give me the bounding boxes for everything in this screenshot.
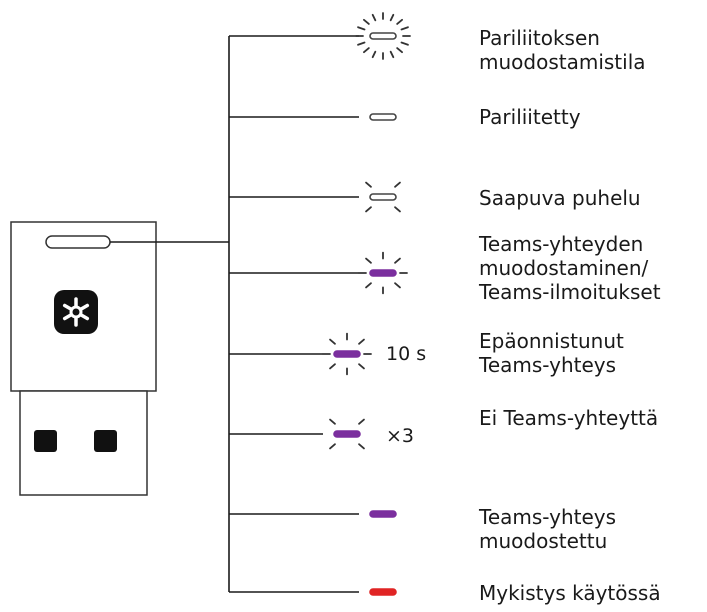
- led-paired: [369, 113, 397, 121]
- state-label-teams-failed: Epäonnistunut Teams-yhteys: [479, 329, 624, 377]
- state-label-line: Teams-yhteys: [479, 353, 617, 377]
- led-ray: [389, 50, 395, 59]
- state-label-line: Teams-yhteyden: [479, 232, 644, 256]
- led-ray: [371, 13, 377, 22]
- led-ray: [365, 206, 372, 213]
- led-ray: [389, 13, 395, 22]
- state-label-line: muodostettu: [479, 529, 608, 553]
- led-ray: [394, 257, 401, 264]
- state-label-teams-connected: Teams-yhteys muodostettu: [479, 505, 616, 553]
- led-ray: [365, 257, 372, 264]
- led-muted: [369, 588, 397, 596]
- dongle-led-window: [45, 235, 111, 249]
- led-bar-purple: [369, 510, 397, 518]
- led-ray: [358, 418, 365, 425]
- led-indicators: [322, 12, 411, 596]
- led-ray: [358, 363, 365, 370]
- led-ray: [365, 181, 372, 188]
- led-no-teams: [329, 418, 365, 450]
- state-label-line: Epäonnistunut: [479, 329, 624, 353]
- state-label-line: Pariliitetty: [479, 105, 581, 129]
- led-bar-white: [369, 193, 397, 201]
- led-ray: [358, 338, 365, 345]
- state-label-line: muodostamistila: [479, 50, 646, 74]
- led-ray: [358, 443, 365, 450]
- led-ray: [400, 26, 409, 31]
- led-ray: [363, 18, 370, 25]
- state-label-line: muodostaminen/: [479, 256, 649, 280]
- connector-lines: [110, 35, 359, 593]
- state-label-no-teams: Ei Teams-yhteyttä: [479, 406, 658, 430]
- state-label-incoming-call: Saapuva puhelu: [479, 186, 641, 210]
- led-ray: [329, 443, 336, 450]
- usb-contact-right: [94, 430, 117, 452]
- led-bar-white: [369, 32, 397, 40]
- led-ray: [357, 41, 366, 46]
- led-ray: [329, 418, 336, 425]
- state-label-line: Mykistys käytössä: [479, 581, 661, 605]
- state-label-line: Saapuva puhelu: [479, 186, 641, 210]
- state-label-line: Pariliitoksen: [479, 26, 600, 50]
- led-bar-purple: [369, 269, 397, 277]
- led-ray: [365, 282, 372, 289]
- led-ray: [371, 50, 377, 59]
- led-ray: [396, 47, 403, 54]
- state-label-line: Ei Teams-yhteyttä: [479, 406, 659, 430]
- led-ray: [329, 363, 336, 370]
- led-bar-red: [369, 588, 397, 596]
- state-label-line: Teams-ilmoitukset: [479, 280, 661, 304]
- led-teams-connected: [369, 510, 397, 518]
- repeat-count-note: ×3: [386, 425, 415, 447]
- led-ray: [396, 18, 403, 25]
- led-bar-purple: [333, 350, 361, 358]
- led-bar-purple: [333, 430, 361, 438]
- led-ray: [394, 206, 401, 213]
- led-ray: [357, 26, 366, 31]
- led-incoming-call: [365, 181, 401, 213]
- led-teams-connecting: [358, 251, 408, 295]
- led-pairing: [355, 12, 411, 60]
- led-bar-white: [369, 113, 397, 121]
- duration-note: 10 s: [386, 343, 427, 365]
- usb-dongle: [10, 221, 157, 496]
- usb-contact-left: [34, 430, 57, 452]
- state-label-pairing: Pariliitoksen muodostamistila: [479, 26, 646, 74]
- led-ray: [363, 47, 370, 54]
- state-label-paired: Pariliitetty: [479, 105, 581, 129]
- led-teams-failed: [322, 332, 372, 376]
- state-label-teams-connecting: Teams-yhteyden muodostaminen/ Teams-ilmo…: [479, 232, 661, 304]
- state-label-line: Teams-yhteys: [479, 505, 617, 529]
- teams-snowflake-icon: [54, 290, 98, 334]
- state-label-muted: Mykistys käytössä: [479, 581, 661, 605]
- led-ray: [329, 338, 336, 345]
- led-ray: [400, 41, 409, 46]
- led-ray: [394, 282, 401, 289]
- led-ray: [394, 181, 401, 188]
